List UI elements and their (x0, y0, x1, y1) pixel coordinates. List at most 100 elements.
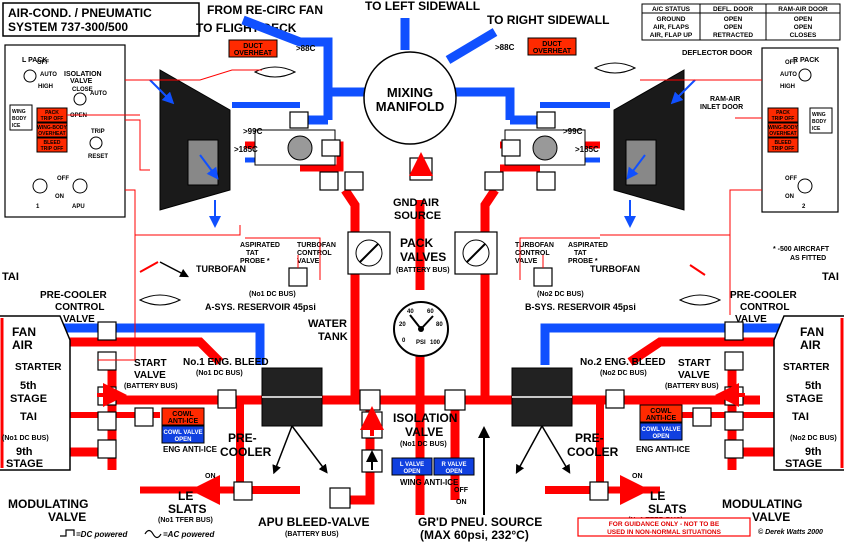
svg-text:VALVES: VALVES (400, 250, 446, 264)
svg-text:ANTI-ICE: ANTI-ICE (646, 415, 677, 422)
svg-text:TAI: TAI (792, 411, 809, 423)
svg-text:TAI: TAI (20, 411, 37, 423)
svg-text:ON: ON (785, 194, 794, 200)
svg-text:STAGE: STAGE (10, 393, 47, 405)
svg-text:GND AIR: GND AIR (393, 197, 439, 209)
title-box: AIR-COND. / PNEUMATIC SYSTEM 737-300/500 (2, 2, 200, 37)
isolation-valve-switch[interactable] (73, 92, 87, 106)
svg-text:PSI: PSI (416, 340, 426, 346)
r-pack-switch[interactable] (798, 68, 812, 82)
svg-text:(BATTERY BUS): (BATTERY BUS) (665, 383, 719, 390)
svg-text:R VALVE: R VALVE (441, 462, 466, 468)
left-engine: TAI FAN AIR STARTER 5th STAGE TAI (No1 D… (0, 271, 71, 471)
svg-text:R PACK: R PACK (793, 57, 819, 64)
svg-text:1: 1 (36, 204, 40, 210)
svg-text:100: 100 (430, 340, 441, 346)
bleed-2-switch[interactable] (797, 178, 813, 194)
status-cell: AIR, FLAP UP (650, 32, 693, 39)
left-sidewall-label: TO LEFT SIDEWALL (365, 0, 480, 13)
control-wiring (67, 69, 762, 361)
status-cell: OPEN (794, 24, 813, 31)
svg-text:60: 60 (427, 309, 434, 315)
svg-text:COOLER: COOLER (220, 445, 272, 459)
svg-text:TAT: TAT (246, 250, 259, 257)
svg-text:TRIP OFF: TRIP OFF (41, 116, 64, 122)
right-control-panel: R PACK OFF AUTO HIGH PACK TRIP OFF WING-… (761, 47, 839, 213)
svg-text:HIGH: HIGH (780, 84, 795, 90)
water-tank: WATER TANK (308, 318, 348, 343)
svg-text:ENG ANTI-ICE: ENG ANTI-ICE (163, 445, 218, 454)
svg-text:(MAX 60psi, 232°C): (MAX 60psi, 232°C) (420, 528, 529, 542)
right-engine-valves (715, 321, 745, 459)
svg-text:TURBOFAN: TURBOFAN (590, 264, 640, 274)
svg-text:OPEN: OPEN (445, 469, 462, 475)
left-control-panel: L PACK OFF AUTO HIGH ISOLATION VALVE CLO… (4, 44, 126, 218)
svg-text:ON: ON (205, 473, 216, 480)
precooler-cv-left: PRE-COOLER CONTROL VALVE (40, 290, 107, 325)
pack-valves: PACK VALVES (BATTERY BUS) (347, 231, 498, 275)
right-sidewall-label: TO RIGHT SIDEWALL (487, 13, 609, 27)
svg-text:VALVE: VALVE (735, 314, 767, 325)
svg-text:FOR GUIDANCE ONLY - NOT TO BE: FOR GUIDANCE ONLY - NOT TO BE (609, 521, 720, 528)
left-engine-valves (97, 321, 127, 459)
svg-text:L VALVE: L VALVE (400, 462, 424, 468)
wing-anti-ice: L VALVE OPEN R VALVE OPEN WING ANTI-ICE … (391, 457, 475, 506)
svg-text:SOURCE: SOURCE (394, 210, 441, 222)
title-line1: AIR-COND. / PNEUMATIC (8, 6, 152, 20)
svg-text:RESET: RESET (88, 154, 108, 160)
status-header-2: RAM-AIR DOOR (778, 6, 828, 13)
svg-text:* -500 AIRCRAFT: * -500 AIRCRAFT (773, 246, 830, 253)
svg-text:OPEN: OPEN (652, 434, 669, 440)
svg-text:2: 2 (802, 204, 806, 210)
status-cell: RETRACTED (713, 32, 753, 39)
svg-text:9th: 9th (805, 446, 822, 458)
svg-text:OVERHEAT: OVERHEAT (769, 131, 796, 137)
svg-text:ICE: ICE (12, 123, 21, 129)
trip-reset-button[interactable] (89, 136, 103, 150)
psi-gauge: 0 20 40 60 80 100 PSI (393, 301, 449, 357)
svg-text:PRE-COOLER: PRE-COOLER (730, 290, 797, 301)
svg-text:BODY: BODY (12, 116, 27, 122)
status-cell: GROUND (657, 16, 686, 23)
svg-text:ENG ANTI-ICE: ENG ANTI-ICE (636, 445, 691, 454)
svg-text:PACK: PACK (776, 110, 790, 116)
deflector-door-label: DEFLECTOR DOOR (682, 48, 753, 57)
svg-text:(No1 DC BUS): (No1 DC BUS) (400, 441, 447, 448)
svg-text:WING-BODY: WING-BODY (37, 125, 67, 131)
modulating-valve-left: MODULATING VALVE (8, 497, 88, 524)
svg-text:APU: APU (72, 204, 85, 210)
svg-text:TAI: TAI (822, 271, 839, 283)
eng-bleed-1: No.1 ENG. BLEED (No1 DC BUS) (183, 357, 269, 409)
svg-text:BLEED: BLEED (44, 140, 61, 146)
svg-text:OPEN: OPEN (403, 469, 420, 475)
svg-text:80: 80 (436, 322, 443, 328)
svg-text:(BATTERY BUS): (BATTERY BUS) (285, 531, 339, 538)
svg-text:STAGE: STAGE (786, 393, 823, 405)
svg-text:PRE-: PRE- (228, 431, 257, 445)
svg-text:No.2 ENG. BLEED: No.2 ENG. BLEED (580, 357, 666, 368)
svg-text:VALVE: VALVE (70, 78, 93, 85)
bleed-1-switch[interactable] (32, 178, 48, 194)
check-valve-left-top (253, 66, 297, 78)
pre-cooler-left: PRE- COOLER (220, 367, 328, 475)
svg-text:STARTER: STARTER (783, 362, 830, 373)
svg-text:ON: ON (55, 194, 64, 200)
left-pack-hx (149, 69, 231, 228)
svg-text:ISOLATION: ISOLATION (64, 71, 102, 78)
l-pack-switch[interactable] (23, 69, 37, 83)
status-cell: CLOSES (790, 32, 817, 39)
svg-text:OVERHEAT: OVERHEAT (38, 131, 65, 137)
svg-text:OVERHEAT: OVERHEAT (234, 50, 273, 57)
legend: =DC powered =AC powered (60, 529, 215, 539)
svg-text:ICE: ICE (812, 126, 821, 132)
right-turbofan: TURBOFAN CONTROL VALVE ASPIRATED TAT PRO… (515, 242, 706, 298)
svg-text:WING ANTI-ICE: WING ANTI-ICE (400, 478, 459, 487)
svg-text:DUCT: DUCT (243, 43, 263, 50)
svg-text:No.1 ENG. BLEED: No.1 ENG. BLEED (183, 357, 269, 368)
apu-bleed-switch[interactable] (72, 178, 88, 194)
svg-text:TURBOFAN: TURBOFAN (297, 242, 336, 249)
svg-text:FAN: FAN (12, 325, 36, 339)
svg-text:VALVE: VALVE (678, 370, 710, 381)
svg-text:L PACK: L PACK (22, 57, 47, 64)
